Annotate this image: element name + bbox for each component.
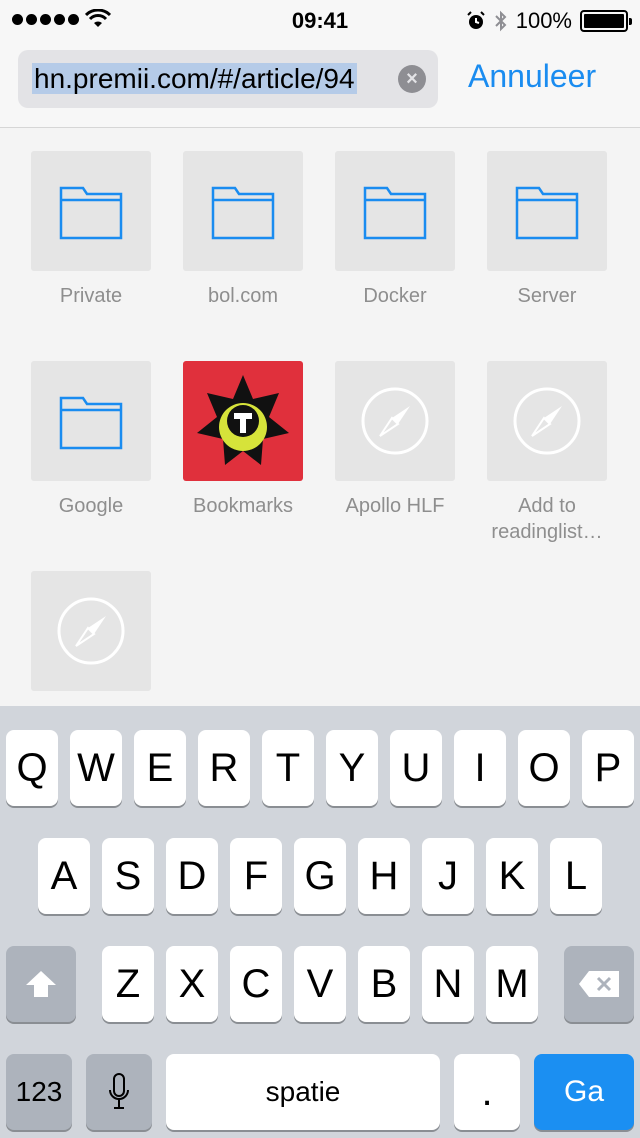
compass-icon [487,361,607,481]
shift-key[interactable] [6,946,76,1022]
cancel-button[interactable]: Annuleer [468,58,597,94]
key-l[interactable]: L [550,838,602,914]
key-n[interactable]: N [422,946,474,1022]
bookmark-label: Docker [363,285,427,307]
url-selected-text: hn.premii.com/#/article/94 [32,63,357,94]
battery-percentage: 100% [515,8,572,33]
key-r[interactable]: R [198,730,250,806]
signal-strength-icon [12,13,79,25]
url-field[interactable]: hn.premii.com/#/article/94 × [18,50,438,108]
key-s[interactable]: S [102,838,154,914]
key-y[interactable]: Y [326,730,378,806]
key-i[interactable]: I [454,730,506,806]
bluetooth-icon [495,10,507,32]
key-d[interactable]: D [166,838,218,914]
keyboard: Q W E R T Y U I O P A S D F G H J K L Z … [0,706,640,1138]
key-u[interactable]: U [390,730,442,806]
status-bar: 09:41 100% [0,0,640,40]
key-f[interactable]: F [230,838,282,914]
status-right: 100% [466,8,632,34]
compass-icon [335,361,455,481]
bookmark-label: Google [58,495,124,517]
clock: 09:41 [291,8,349,33]
favorites-grid: Private bol.com Docker Server Google [0,128,640,706]
key-p[interactable]: P [582,730,634,806]
folder-icon [183,151,303,271]
microphone-key[interactable] [86,1054,152,1130]
key-b[interactable]: B [358,946,410,1022]
key-h[interactable]: H [358,838,410,914]
battery-icon [580,10,632,32]
backspace-icon [579,971,619,997]
key-g[interactable]: G [294,838,346,914]
compass-icon [31,571,151,691]
key-j[interactable]: J [422,838,474,914]
key-a[interactable]: A [38,838,90,914]
key-k[interactable]: K [486,838,538,914]
bookmark-label: Private [59,285,123,307]
folder-icon [31,361,151,481]
microphone-icon [109,1073,129,1109]
folder-icon [335,151,455,271]
key-q[interactable]: Q [6,730,58,806]
bookmarks-app-icon [183,361,303,481]
period-key[interactable]: . [454,1054,520,1130]
backspace-key[interactable] [564,946,634,1022]
key-x[interactable]: X [166,946,218,1022]
key-m[interactable]: M [486,946,538,1022]
url-input[interactable]: hn.premii.com/#/article/94 [32,63,404,95]
wifi-icon [85,9,111,27]
space-key[interactable]: spatie [166,1054,440,1130]
folder-icon [31,151,151,271]
key-v[interactable]: V [294,946,346,1022]
bookmark-label: bol.com [207,285,279,307]
key-t[interactable]: T [262,730,314,806]
bookmark-label: Add to readinglist… [491,495,603,543]
bookmark-label: Bookmarks [192,495,294,517]
alarm-icon [467,11,485,29]
key-e[interactable]: E [134,730,186,806]
key-z[interactable]: Z [102,946,154,1022]
bookmark-label: Apollo HLF [345,495,445,517]
go-key[interactable]: Ga [534,1054,634,1130]
signal-area [12,9,111,29]
address-bar: hn.premii.com/#/article/94 × Annuleer [0,40,640,128]
key-c[interactable]: C [230,946,282,1022]
key-o[interactable]: O [518,730,570,806]
clear-icon[interactable]: × [398,65,426,93]
key-w[interactable]: W [70,730,122,806]
bookmark-label: Server [517,285,577,307]
numbers-key[interactable]: 123 [6,1054,72,1130]
shift-icon [26,971,56,997]
folder-icon [487,151,607,271]
